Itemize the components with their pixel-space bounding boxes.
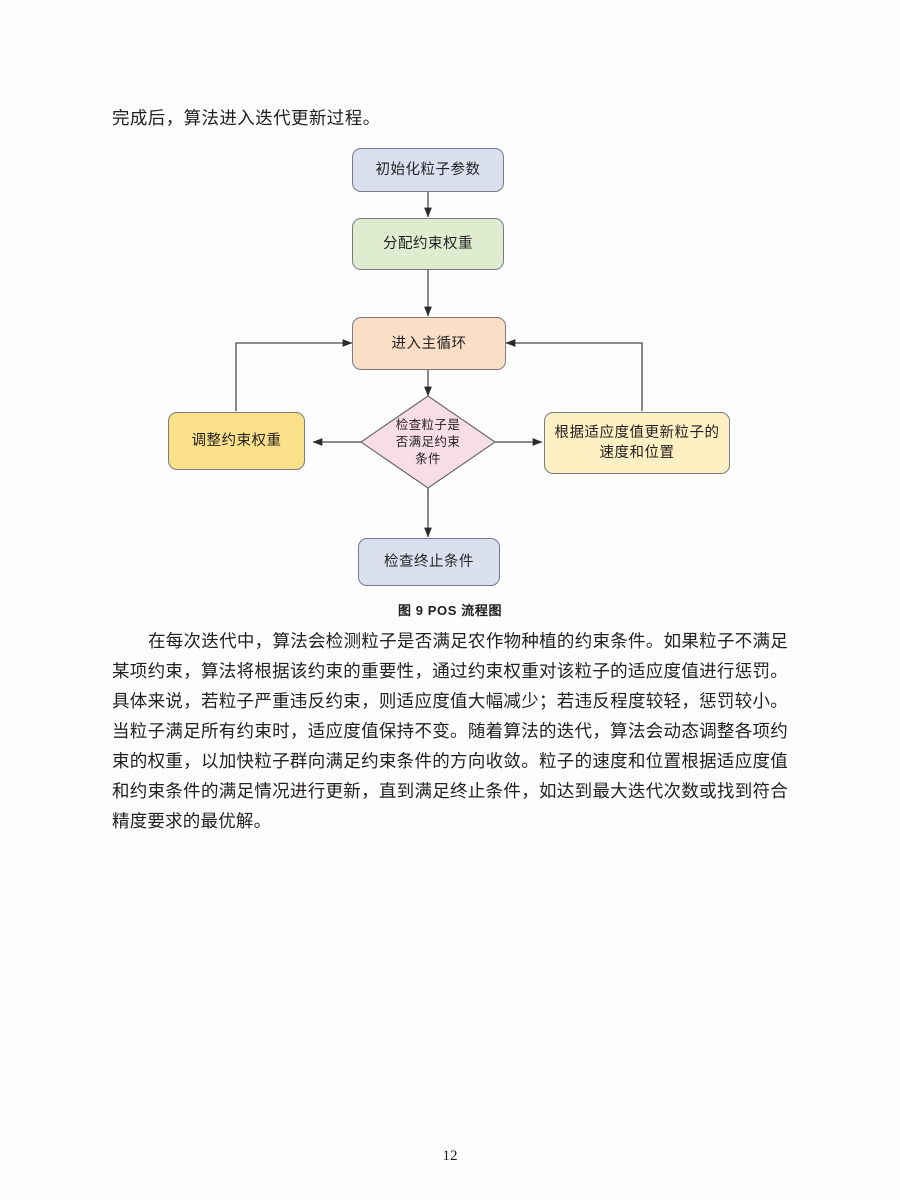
- flow-node-assign[interactable]: 分配约束权重: [352, 218, 504, 270]
- flow-node-assign-label: 分配约束权重: [383, 236, 473, 252]
- flow-node-init[interactable]: 初始化粒子参数: [352, 148, 504, 192]
- flow-node-init-label: 初始化粒子参数: [375, 162, 481, 178]
- flow-node-termination-label: 检查终止条件: [384, 554, 474, 570]
- flow-node-termination[interactable]: 检查终止条件: [358, 538, 500, 586]
- flowchart-figure: 初始化粒子参数 分配约束权重 进入主循环 检查粒子是 否满足约束 条件 调整约束…: [150, 130, 750, 600]
- body-paragraph: 在每次迭代中，算法会检测粒子是否满足农作物种植的约束条件。如果粒子不满足某项约束…: [112, 631, 788, 831]
- flowchart-connectors: [235, 192, 643, 538]
- flow-node-adjust-weights[interactable]: 调整约束权重: [168, 412, 305, 470]
- edge-update-to-loop: [505, 339, 643, 411]
- flow-node-update-line1: 根据适应度值更新粒子的: [554, 425, 720, 441]
- page-number: 12: [442, 1148, 458, 1164]
- flow-node-main-loop[interactable]: 进入主循环: [352, 317, 506, 370]
- flow-node-main-loop-label: 进入主循环: [391, 335, 467, 352]
- decision-diamond: [359, 395, 497, 489]
- flow-node-update-line2: 速度和位置: [599, 445, 675, 461]
- intro-paragraph: 完成后，算法进入迭代更新过程。: [112, 108, 381, 128]
- flow-node-update-particles[interactable]: 根据适应度值更新粒子的 速度和位置: [544, 412, 730, 474]
- figure-caption: 图 9 POS 流程图: [397, 603, 503, 618]
- edge-adjust-to-loop: [235, 339, 353, 411]
- flow-node-adjust-weights-label: 调整约束权重: [191, 433, 282, 449]
